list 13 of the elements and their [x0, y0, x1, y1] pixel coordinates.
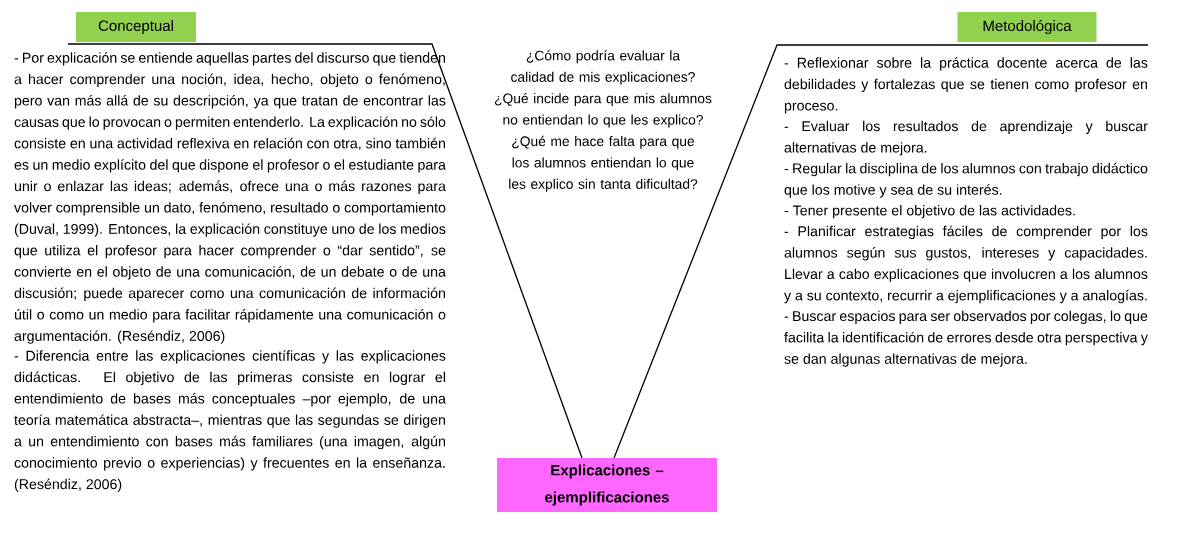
- question-text: ¿Qué me hace falta para que los alumnos entiendan lo que les explico sin tanta dificultad?: [509, 135, 698, 192]
- text-paragraph: - Evaluar los resultados de aprendizaje y buscar alternativas de mejora.: [784, 120, 1148, 156]
- category-box: Explicaciones – ejemplificaciones: [497, 458, 717, 512]
- text-paragraph: - Diferencia entre las explicaciones científicas y las explicaciones didácticas. El objetivo de las primeras consiste en lograr el entendimiento de bases más conceptuales –por ejemplo, de una teoría matemática abstracta–, mientras que las segundas se dirigen a un entendimiento con bases más familiares (una imagen, algún conocimiento previo o experiencias) y frecuentes en la enseñanza. (Reséndiz, 2006): [14, 350, 446, 492]
- question-text: ¿Cómo podría evaluar la calidad de mis explicaciones?: [511, 50, 695, 85]
- category-box: Metodológica: [957, 12, 1097, 42]
- text-paragraph: - Planificar estrategias fáciles de comprender por los alumnos según sus gustos, intereses y capacidades. Llevar a cabo explicaciones que involucren a los alumnos y a su contexto, recurrir a ejemplificaciones y a analogías.: [784, 225, 1148, 304]
- question-text: ¿Qué incide para que mis alumnos no entiendan lo que les explico?: [494, 93, 712, 128]
- category-box: Conceptual: [76, 12, 196, 42]
- text-paragraph: - Reflexionar sobre la práctica docente acerca de las debilidades y fortalezas que se tienen como profesor en proceso.: [784, 57, 1148, 114]
- text-paragraph: - Buscar espacios para ser observados por colegas, lo que facilita la identificación de errores desde otra perspectiva y se dan algunas alternativas de mejora.: [784, 310, 1148, 367]
- text-paragraph: - Regular la disciplina de los alumnos con trabajo didáctico que los motive y sea de su interés.: [784, 162, 1148, 198]
- text-paragraph: - Tener presente el objetivo de las actividades.: [784, 205, 1075, 219]
